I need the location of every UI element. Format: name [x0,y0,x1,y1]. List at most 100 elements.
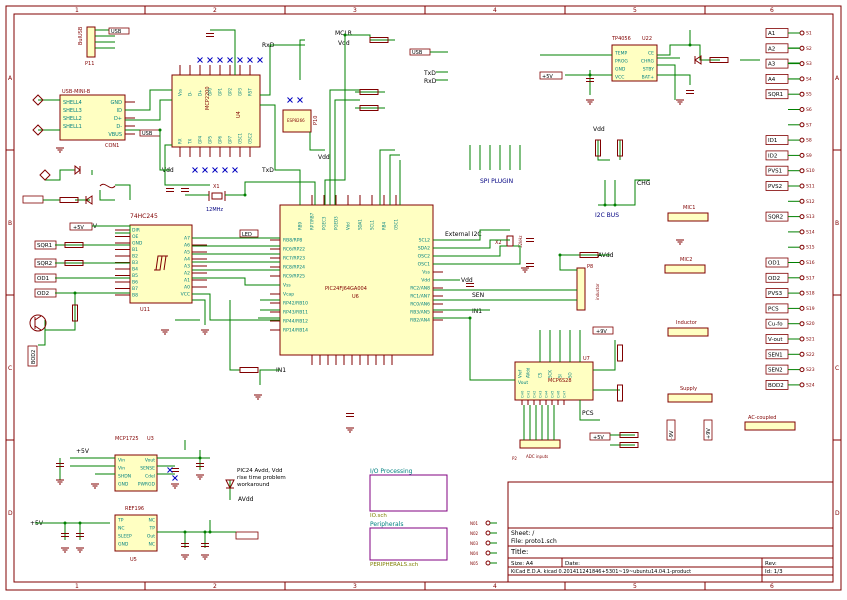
u3-mcp1725[interactable]: MCP1725 U3 VinVinSHDNGNDVoutSENSECdelPWR… [114,436,158,492]
hier-sheet-io[interactable]: I/O Processing IO.sch [369,468,448,519]
supply-connector[interactable]: Supply [667,386,713,403]
u11-pin-label: GND [132,241,143,247]
u7-pin-label: CH1 [527,391,531,398]
p10-esp8266[interactable]: ESP8266 P10 [282,109,319,133]
u7-pin-label: SCK [548,370,553,378]
fuse[interactable] [99,183,116,189]
x1-crystal[interactable]: X1 12MHz [206,184,226,213]
net-vdd-p10: Vdd [318,154,330,161]
u6-pin-label: RP7/RB7 [310,212,315,230]
component-value: REF196 [125,506,144,512]
u4-pin-label: RX [178,138,183,144]
net-flag-label: N01 [470,521,479,526]
title-rev: Rev: [765,561,777,567]
u22-pin-label: TEMP [614,51,627,57]
u11-pin-label: B1 [132,247,138,253]
svg-text:USB: USB [412,50,423,56]
component-value: MCP1725 [115,436,139,442]
svg-text:+9V: +9V [706,428,712,439]
net-chg: CHG [637,180,651,187]
x2-crystal[interactable]: X2 32kHz [495,235,523,248]
net-mclr: MCLR [335,30,352,37]
u5-pin-label: NC [148,542,155,548]
u11-74hc245[interactable]: 74HC245 U11 DIROEGNDB1B2B3B4B5B6B7B8A7A6… [115,213,207,313]
u4-pin-label: GP4 [198,135,203,144]
transistor-q1[interactable] [29,314,47,332]
diode-d2[interactable] [74,164,81,176]
global-label-right: A3 [768,62,776,68]
u11-pin-label: A4 [184,257,190,263]
svg-text:USB: USB [142,131,153,137]
u7-pin-label: CH6 [557,391,561,398]
no-connect-markers [167,57,303,481]
resistor [595,139,601,157]
u6-pin-label: Vss [422,270,430,276]
mic2-connector[interactable]: MIC2 [664,257,706,274]
mic1-connector[interactable]: MIC1 [667,205,709,222]
p8-inductor-connector[interactable]: inductor P8 [576,264,600,311]
ac-coupled-connector[interactable]: AC-coupled [744,415,796,431]
diode-d4[interactable] [225,479,235,490]
col-label: 1 [75,583,79,590]
net-vdd-right: Vdd [461,277,473,284]
adc-inputs-label: ADC inputs [526,454,548,459]
u6-pic24[interactable]: PIC24FJ64GA004 U6 RB8/RP8RC6/RP22RC7/RP2… [270,195,443,365]
component-ref: U3 [147,436,154,442]
led-d1[interactable] [85,195,93,205]
u22-pin-label: PROG [615,59,628,65]
drawing-frame: 1 2 3 4 5 6 1 2 3 4 5 6 A B C D A B C D [5,5,842,591]
inductor-connector[interactable]: Inductor [667,320,709,337]
p11-bulusb-connector[interactable]: BulUSB P11 [78,26,115,67]
net-flag-right: S15 [806,245,815,251]
col-label: 6 [770,583,774,590]
hier-sheet-peripherals[interactable]: Peripherals PERIPHERALS.sch [369,521,448,568]
global-label-right: SQR1 [768,92,783,98]
pwr-flag-1 [32,94,44,106]
con1-pin-label: SHELL1 [63,124,82,130]
net-flag-right: S3 [806,61,812,67]
u7-pin-label: Vref [518,369,523,378]
con1-usb-mini-b[interactable]: USB-MINI-B CON1 SHELL4SHELL3SHELL2SHELL1… [59,89,135,149]
hier-sheet-file: IO.sch [370,513,387,519]
u11-pin-label: B8 [132,293,138,299]
u3-pin-label: Vout [145,458,155,464]
u6-pin-label: RC0/AN6 [410,302,430,308]
pwr-flag-2 [32,124,44,136]
p2-adc-connector[interactable]: ADC inputs P2 [512,405,561,461]
u6-pin-label: Vdd [421,278,430,284]
component-ref: X1 [213,184,220,190]
resistor [617,344,623,362]
glabel-5v-left [22,195,44,204]
net-flag-right: S10 [806,168,815,174]
col-label: 3 [353,7,357,14]
u4-pin-label: GP5 [208,135,213,144]
row-label: D [8,510,13,517]
row-label: A [8,75,13,82]
led-d3[interactable] [694,55,702,65]
u6-pin-label: RP44/RB12 [283,319,308,325]
component-ref: U5 [130,557,137,563]
resistor [619,442,639,448]
resistor [72,304,78,322]
title-date: Date: [565,561,580,567]
con1-pin-label: SHELL3 [63,108,82,114]
u22-pin-label: BAT+ [642,75,655,81]
hier-sheet-name: I/O Processing [370,468,413,475]
net-flag-right: S12 [806,199,815,205]
u7-pin-label: CH7 [563,391,567,398]
u3-pin-label: Vin [118,466,125,472]
u6-pin-label: SCL1 [370,219,375,230]
net-flag-right: S8 [806,138,812,144]
u6-pin-label: Vss [283,283,291,289]
net-flag-right: S16 [806,260,815,266]
u22-pin-label: STBY [643,67,654,73]
ground-symbols [56,99,684,560]
